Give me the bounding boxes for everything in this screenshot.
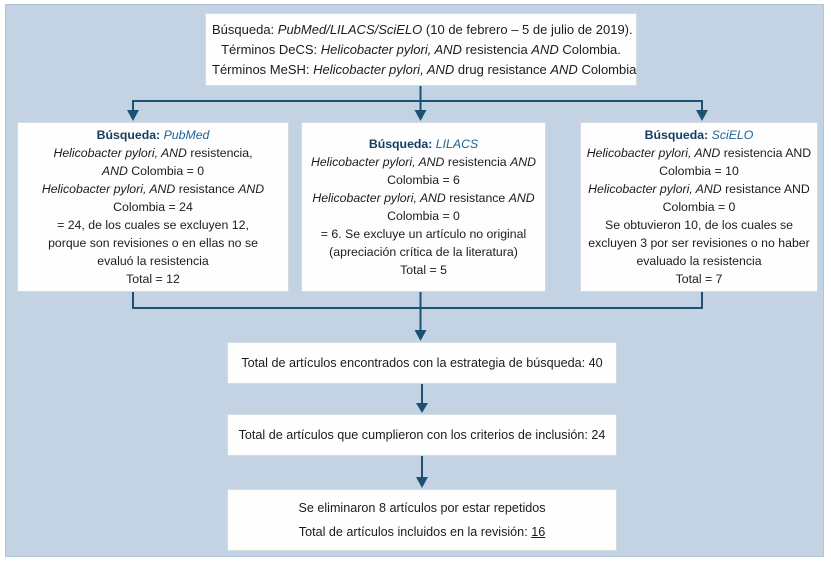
total-found-box: Total de artículos encontrados con la es… <box>227 342 617 384</box>
text-line: Helicobacter pylori, AND resistance AND <box>588 182 810 196</box>
text-line: Helicobacter pylori, AND resistance AND <box>312 191 535 205</box>
text-line: Términos DeCS: Helicobacter pylori, AND … <box>221 41 621 57</box>
text-line: Total de artículos incluidos en la revis… <box>298 525 546 539</box>
text-line: Colombia = 24 <box>113 200 193 214</box>
text-line: (apreciación crítica de la literatura) <box>329 245 518 259</box>
inclusion-criteria-box: Total de artículos que cumplieron con lo… <box>227 414 617 456</box>
text-line: Búsqueda: PubMed/LILACS/SciELO (10 de fe… <box>212 21 633 37</box>
text-line: Total = 5 <box>400 263 447 277</box>
text-line: Helicobacter pylori, AND resistencia AND <box>586 146 812 160</box>
text-line: Búsqueda: SciELO <box>644 128 754 142</box>
text-line: = 24, de los cuales se excluyen 12, <box>57 218 249 232</box>
text-line: Helicobacter pylori, AND resistencia, <box>53 146 253 160</box>
text-line: = 6. Se excluye un artículo no original <box>320 227 527 241</box>
lilacs-results-box: Búsqueda: LILACS Helicobacter pylori, AND… <box>301 122 546 292</box>
text-line: AND Colombia = 0 <box>101 164 205 178</box>
text-line: Búsqueda: PubMed <box>96 128 210 142</box>
final-included-box: Se eliminaron 8 artículos por estar repe… <box>227 489 617 551</box>
text-line: Helicobacter pylori, AND resistance AND <box>41 182 265 196</box>
text-line: Colombia = 0 <box>662 200 736 214</box>
search-strategy-box: Búsqueda: PubMed/LILACS/SciELO (10 de fe… <box>205 13 637 86</box>
text-line: porque son revisiones o en ellas no se <box>48 236 258 250</box>
text-line: Helicobacter pylori, AND resistencia AND <box>310 155 537 169</box>
text-line: Colombia = 0 <box>387 209 460 223</box>
text-line: Total de artículos que cumplieron con lo… <box>238 428 606 442</box>
text-line: excluyen 3 por ser revisiones o no haber <box>588 236 810 250</box>
text-line: Total = 7 <box>675 272 723 286</box>
text-line: evaluado la resistencia <box>636 254 762 268</box>
text-line: Total de artículos encontrados con la es… <box>241 356 603 370</box>
text-line: evaluó la resistencia <box>97 254 209 268</box>
text-line: Colombia = 10 <box>659 164 739 178</box>
text-line: Términos MeSH: Helicobacter pylori, AND … <box>212 61 637 77</box>
text-line: Total = 12 <box>126 272 180 286</box>
text-line: Colombia = 6 <box>387 173 460 187</box>
text-line: Se eliminaron 8 artículos por estar repe… <box>298 501 546 515</box>
scielo-results-box: Búsqueda: SciELO Helicobacter pylori, AND… <box>580 122 818 292</box>
text-line: Se obtuvieron 10, de los cuales se <box>605 218 793 232</box>
text-line: Búsqueda: LILACS <box>368 137 479 151</box>
